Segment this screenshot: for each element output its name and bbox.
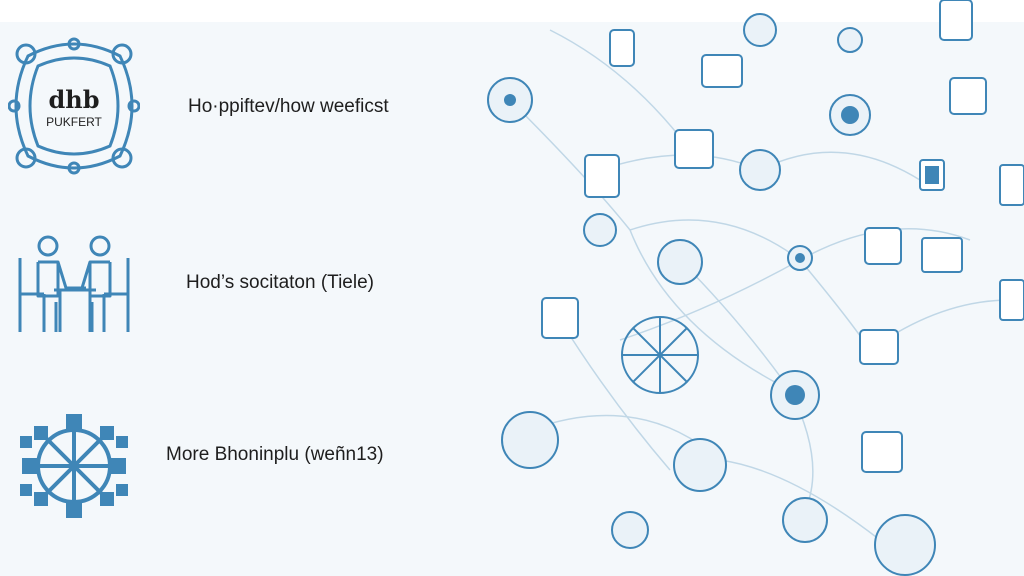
- network-node: [782, 497, 828, 543]
- network-node: [584, 154, 620, 198]
- network-node: [864, 227, 902, 265]
- network-node: [674, 129, 714, 169]
- network-node: [501, 411, 559, 469]
- network-node: [859, 329, 899, 365]
- network-illustration: [487, 0, 1024, 576]
- network-node: [673, 438, 727, 492]
- logo-text-bottom: PUKFERT: [46, 115, 102, 129]
- network-node: [739, 149, 781, 191]
- network-node: [611, 511, 649, 549]
- network-node: [949, 77, 987, 115]
- row-1-label: Ho·ppiftev/how weeficst: [188, 96, 389, 117]
- network-node: [861, 431, 903, 473]
- network-node: [701, 54, 743, 88]
- network-node: [743, 13, 777, 47]
- network-node: [583, 213, 617, 247]
- row-2-label: Hod’s socitaton (Tiele): [186, 272, 374, 293]
- network-node: [939, 0, 973, 41]
- network-node: [921, 237, 963, 273]
- network-node: [657, 239, 703, 285]
- logo-text-top: dhb: [48, 85, 99, 114]
- network-node: [999, 164, 1024, 206]
- row-3-label: More Bhoninplu (ᴡeñn13): [166, 444, 384, 465]
- network-node: [541, 297, 579, 339]
- ornamental-logo-icon: dhb PUKFERT: [8, 36, 140, 176]
- network-node: [609, 29, 635, 67]
- network-node: [837, 27, 863, 53]
- network-node: [999, 279, 1024, 321]
- network-wheel-icon: [20, 412, 128, 520]
- two-people-at-table-icon: [16, 232, 136, 336]
- network-node: [874, 514, 936, 576]
